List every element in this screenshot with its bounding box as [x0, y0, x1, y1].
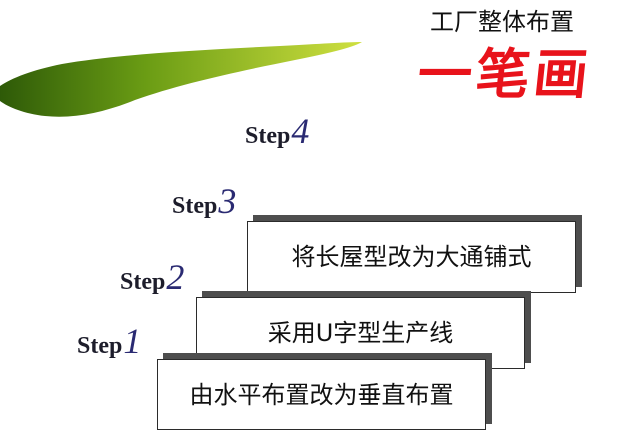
step-2-text: 采用U字型生产线 — [267, 319, 454, 347]
step-word: Step — [172, 193, 218, 219]
step-3-text: 将长屋型改为大通铺式 — [291, 243, 532, 271]
slide-title: 工厂整体布置 — [430, 8, 574, 36]
step-number: 4 — [291, 111, 310, 151]
step-3-box: 将长屋型改为大通铺式 — [247, 221, 576, 293]
step-1-box: 由水平布置改为垂直布置 — [157, 359, 486, 430]
step-2-label: Step 2 — [120, 259, 184, 295]
step-1-label: Step 1 — [77, 323, 141, 359]
step-number: 3 — [218, 181, 237, 221]
step-4-label: Step 4 — [245, 113, 309, 149]
step-1-text: 由水平布置改为垂直布置 — [189, 380, 454, 409]
step-word: Step — [245, 123, 291, 149]
step-word: Step — [77, 333, 123, 359]
step-word: Step — [120, 269, 166, 295]
slide-subtitle-calligraphy: 一笔画 — [414, 42, 596, 106]
step-number: 1 — [123, 321, 142, 361]
brush-stroke-shape — [0, 42, 362, 117]
step-2-box: 采用U字型生产线 — [196, 297, 525, 369]
step-number: 2 — [166, 257, 185, 297]
green-brush-stroke-graphic — [0, 42, 362, 117]
step-3-label: Step 3 — [172, 183, 236, 219]
